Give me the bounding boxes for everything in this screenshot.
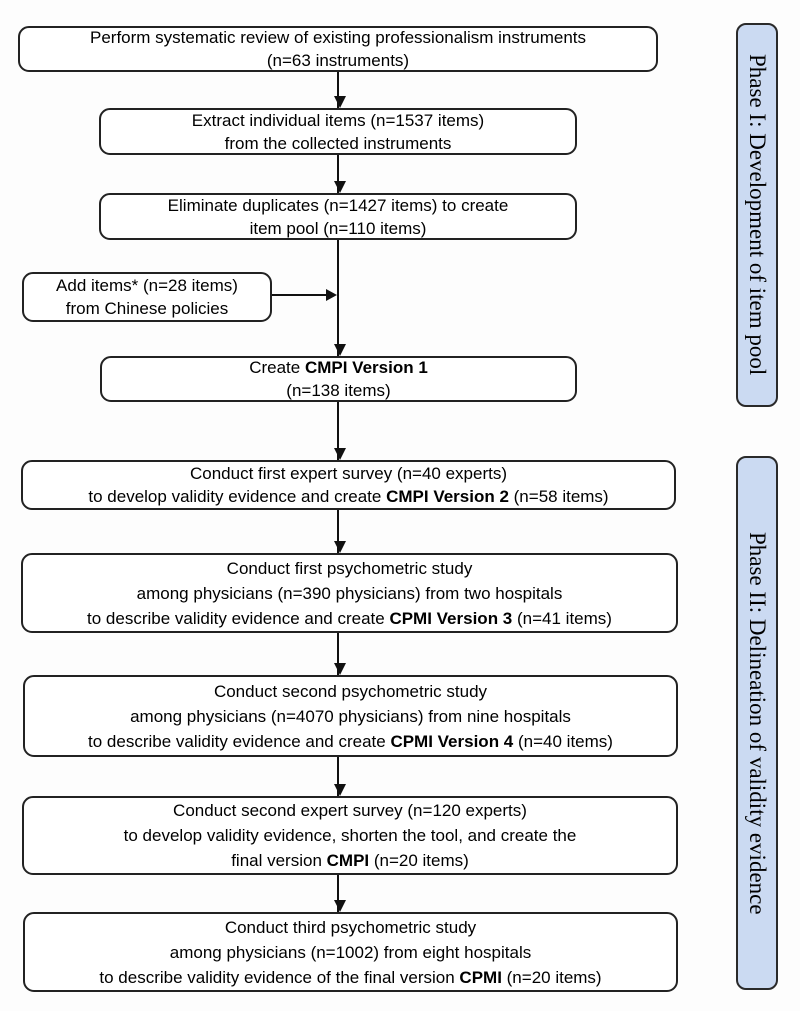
box-text-segment: Eliminate duplicates (n=1427 items) to c… <box>167 195 509 215</box>
box-text-line: Conduct first psychometric study <box>227 556 473 581</box>
box-text-segment: (n=20 items) <box>369 851 469 870</box>
flow-arrow-down <box>334 240 346 356</box>
box-text-segment: to develop validity evidence and create <box>88 487 387 506</box>
box-text-segment: among physicians (n=1002) from eight hos… <box>169 942 532 962</box>
box-text-segment: (n=20 items) <box>501 967 602 987</box>
box-text-segment: item pool (n=110 items) <box>249 218 427 238</box>
arrowhead-down-icon <box>334 448 346 460</box>
box-text-line: Conduct second expert survey (n=120 expe… <box>173 798 527 823</box>
box-text-segment: Conduct third psychometric study <box>224 917 477 937</box>
flow-arrow-down <box>334 72 346 108</box>
box-text-line: to describe validity evidence of the fin… <box>99 965 601 990</box>
box-text-line: from the collected instruments <box>225 132 452 155</box>
flow-arrow-down <box>334 510 346 553</box>
box-text-segment: to develop validity evidence, shorten th… <box>123 826 577 845</box>
flow-box-second-expert-survey: Conduct second expert survey (n=120 expe… <box>22 796 678 875</box>
box-text-line: Create CMPI Version 1 <box>249 356 428 379</box>
box-text-line: Extract individual items (n=1537 items) <box>192 109 484 132</box>
box-text-segment-bold: CMPI Version 2 <box>386 487 509 506</box>
box-text-segment: among physicians (n=390 physicians) from… <box>136 583 563 603</box>
box-text-segment: (n=41 items) <box>512 608 612 628</box>
box-text-segment-bold: CPMI Version 3 <box>389 608 513 628</box>
box-text-line: among physicians (n=1002) from eight hos… <box>170 940 531 965</box>
flow-box-create-version-1: Create CMPI Version 1 (n=138 items) <box>100 356 577 402</box>
flow-box-extract-items: Extract individual items (n=1537 items) … <box>99 108 577 155</box>
arrowhead-down-icon <box>334 900 346 912</box>
box-text-line: among physicians (n=4070 physicians) fro… <box>130 704 571 729</box>
box-text-segment: (n=63 instruments) <box>266 51 410 70</box>
box-text-line: Conduct first expert survey (n=40 expert… <box>190 462 507 485</box>
flow-box-add-items: Add items* (n=28 items) from Chinese pol… <box>22 272 272 322</box>
box-text-line: Add items* (n=28 items) <box>56 274 238 297</box>
box-text-segment-bold: CPMI <box>459 967 502 987</box>
arrowhead-down-icon <box>334 344 346 356</box>
box-text-segment: from Chinese policies <box>65 299 229 318</box>
arrowhead-down-icon <box>334 784 346 796</box>
box-text-segment: from the collected instruments <box>224 133 452 153</box>
box-text-line: (n=138 items) <box>286 379 390 402</box>
box-text-segment: to describe validity evidence of the fin… <box>99 967 460 987</box>
phase-2-label-box: Phase II: Delineation of validity eviden… <box>736 456 778 990</box>
box-text-segment: (n=58 items) <box>508 487 609 506</box>
flow-box-eliminate-duplicates: Eliminate duplicates (n=1427 items) to c… <box>99 193 577 240</box>
box-text-line: among physicians (n=390 physicians) from… <box>137 581 563 606</box>
flow-arrow-right <box>272 289 337 301</box>
flow-arrow-down <box>334 757 346 796</box>
box-text-segment: Conduct first expert survey (n=40 expert… <box>190 464 507 483</box>
box-text-line: to describe validity evidence and create… <box>88 729 613 754</box>
box-text-line: Conduct second psychometric study <box>214 679 487 704</box>
box-text-segment: final version <box>231 851 327 870</box>
flow-arrow-down <box>334 875 346 912</box>
box-text-segment: among physicians (n=4070 physicians) fro… <box>130 706 571 726</box>
box-text-segment-bold: CMPI Version 1 <box>304 358 428 377</box>
box-text-line: Eliminate duplicates (n=1427 items) to c… <box>168 194 509 217</box>
box-text-segment: to describe validity evidence and create <box>87 608 390 628</box>
phase-1-label-box: Phase I: Development of item pool <box>736 23 778 407</box>
box-text-segment-bold: CMPI <box>326 851 370 870</box>
box-text-segment: Conduct second psychometric study <box>213 681 488 701</box>
flow-box-second-psychometric-study: Conduct second psychometric study among … <box>23 675 678 757</box>
arrowhead-down-icon <box>334 541 346 553</box>
box-text-segment: (n=40 items) <box>513 731 613 751</box>
flow-arrow-down <box>334 633 346 675</box>
box-text-segment-bold: CPMI Version 4 <box>390 731 514 751</box>
box-text-segment: Perform systematic review of existing pr… <box>90 28 586 47</box>
box-text-line: to develop validity evidence and create … <box>88 485 608 508</box>
box-text-segment: to describe validity evidence and create <box>88 731 391 751</box>
flow-box-first-psychometric-study: Conduct first psychometric study among p… <box>21 553 678 633</box>
box-text-line: from Chinese policies <box>66 297 229 320</box>
box-text-line: final version CMPI (n=20 items) <box>231 848 469 873</box>
phase-2-label: Phase II: Delineation of validity eviden… <box>745 531 770 915</box>
box-text-line: Perform systematic review of existing pr… <box>90 26 586 49</box>
box-text-line: item pool (n=110 items) <box>250 217 427 240</box>
arrowhead-down-icon <box>334 663 346 675</box>
box-text-line: to develop validity evidence, shorten th… <box>124 823 577 848</box>
box-text-segment: Conduct second expert survey (n=120 expe… <box>173 801 527 820</box>
flow-box-first-expert-survey: Conduct first expert survey (n=40 expert… <box>21 460 676 510</box>
phase-1-label: Phase I: Development of item pool <box>745 54 770 376</box>
flow-arrow-down <box>334 402 346 460</box>
box-text-line: to describe validity evidence and create… <box>87 606 612 631</box>
box-text-segment: Create <box>249 358 305 377</box>
box-text-segment: Conduct first psychometric study <box>226 558 473 578</box>
box-text-line: Conduct third psychometric study <box>225 915 476 940</box>
flow-box-third-psychometric-study: Conduct third psychometric study among p… <box>23 912 678 992</box>
flow-box-systematic-review: Perform systematic review of existing pr… <box>18 26 658 72</box>
box-text-segment: Add items* (n=28 items) <box>56 276 238 295</box>
box-text-line: (n=63 instruments) <box>267 49 409 72</box>
box-text-segment: Extract individual items (n=1537 items) <box>191 110 485 130</box>
arrowhead-down-icon <box>334 96 346 108</box>
flow-arrow-down <box>334 155 346 193</box>
arrowhead-down-icon <box>334 181 346 193</box>
box-text-segment: (n=138 items) <box>286 381 391 400</box>
arrowhead-right-icon <box>326 289 337 301</box>
